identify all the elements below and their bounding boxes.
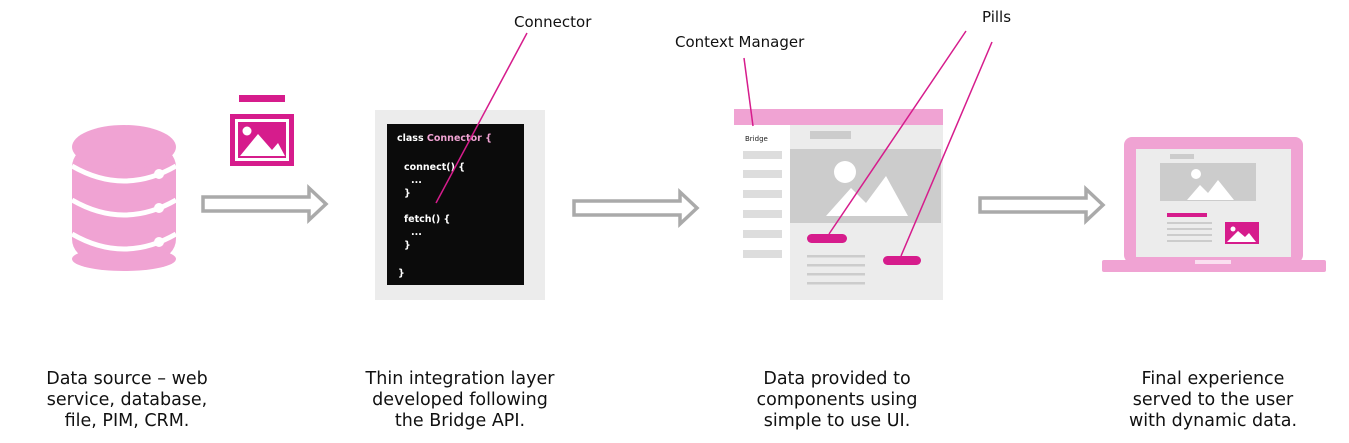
caption-line: with dynamic data. (1128, 411, 1298, 431)
caption-line: Final experience (1141, 369, 1285, 389)
caption-line: service, database, (46, 390, 208, 410)
caption-integration: Thin integration layer developed followi… (330, 369, 590, 432)
code-panel: class Connector { connect() { ... } fetc… (375, 110, 545, 300)
code-class-name: Connector (427, 133, 482, 144)
pill-1 (807, 234, 847, 243)
ui-mock-text-lines (807, 255, 865, 285)
caption-line: served to the user (1132, 390, 1294, 410)
caption-line: Data source – web (46, 369, 208, 389)
pills-callout-label: Pills (982, 8, 1011, 26)
flow-arrow-2 (572, 187, 700, 229)
caption-line: Thin integration layer (365, 369, 555, 389)
caption-components: Data provided to components using simple… (707, 369, 967, 432)
caption-experience: Final experience served to the user with… (1083, 369, 1343, 432)
image-icon (230, 95, 294, 166)
code-class-open: { (485, 133, 492, 144)
caption-line: file, PIM, CRM. (64, 411, 190, 431)
ui-mock-heading (810, 131, 851, 139)
code-fetch-signature: fetch() { (404, 214, 450, 225)
code-text: class Connector { connect() { ... } fetc… (397, 133, 492, 279)
ui-mock-hero-image (790, 149, 941, 223)
pills-callout-line-2 (900, 41, 993, 257)
context-manager-callout-label: Context Manager (675, 33, 805, 51)
ui-mock-sidebar-label: Bridge (745, 135, 768, 143)
ui-mock-topbar (734, 109, 943, 125)
code-fetch-close: } (404, 240, 411, 251)
code-class-keyword: class (397, 133, 424, 144)
context-manager-callout-line (743, 57, 754, 127)
connector-callout-label: Connector (514, 13, 592, 31)
ui-mock-sidebar-items (743, 151, 782, 258)
connector-callout-line (435, 32, 528, 204)
code-connect-body: ... (411, 175, 422, 186)
ui-mock-panel: Bridge (734, 109, 943, 300)
flow-arrow-1 (201, 183, 329, 225)
code-class-close: } (398, 268, 405, 279)
pills-callout-line-1 (828, 30, 967, 235)
caption-data-source: Data source – web service, database, fil… (0, 369, 257, 432)
caption-line: simple to use UI. (763, 411, 911, 431)
pill-2 (883, 256, 921, 265)
caption-line: components using (756, 390, 918, 410)
code-fetch-body: ... (411, 227, 422, 238)
svg-text:class Connector: class Connector { (397, 133, 492, 144)
flow-arrow-3 (978, 184, 1106, 226)
database-icon (70, 125, 178, 271)
caption-line: Data provided to (763, 369, 911, 389)
caption-line: developed following (372, 390, 548, 410)
caption-line: the Bridge API. (394, 411, 526, 431)
code-connect-signature: connect() { (404, 162, 465, 173)
laptop-icon (1102, 137, 1326, 272)
code-connect-close: } (404, 188, 411, 199)
